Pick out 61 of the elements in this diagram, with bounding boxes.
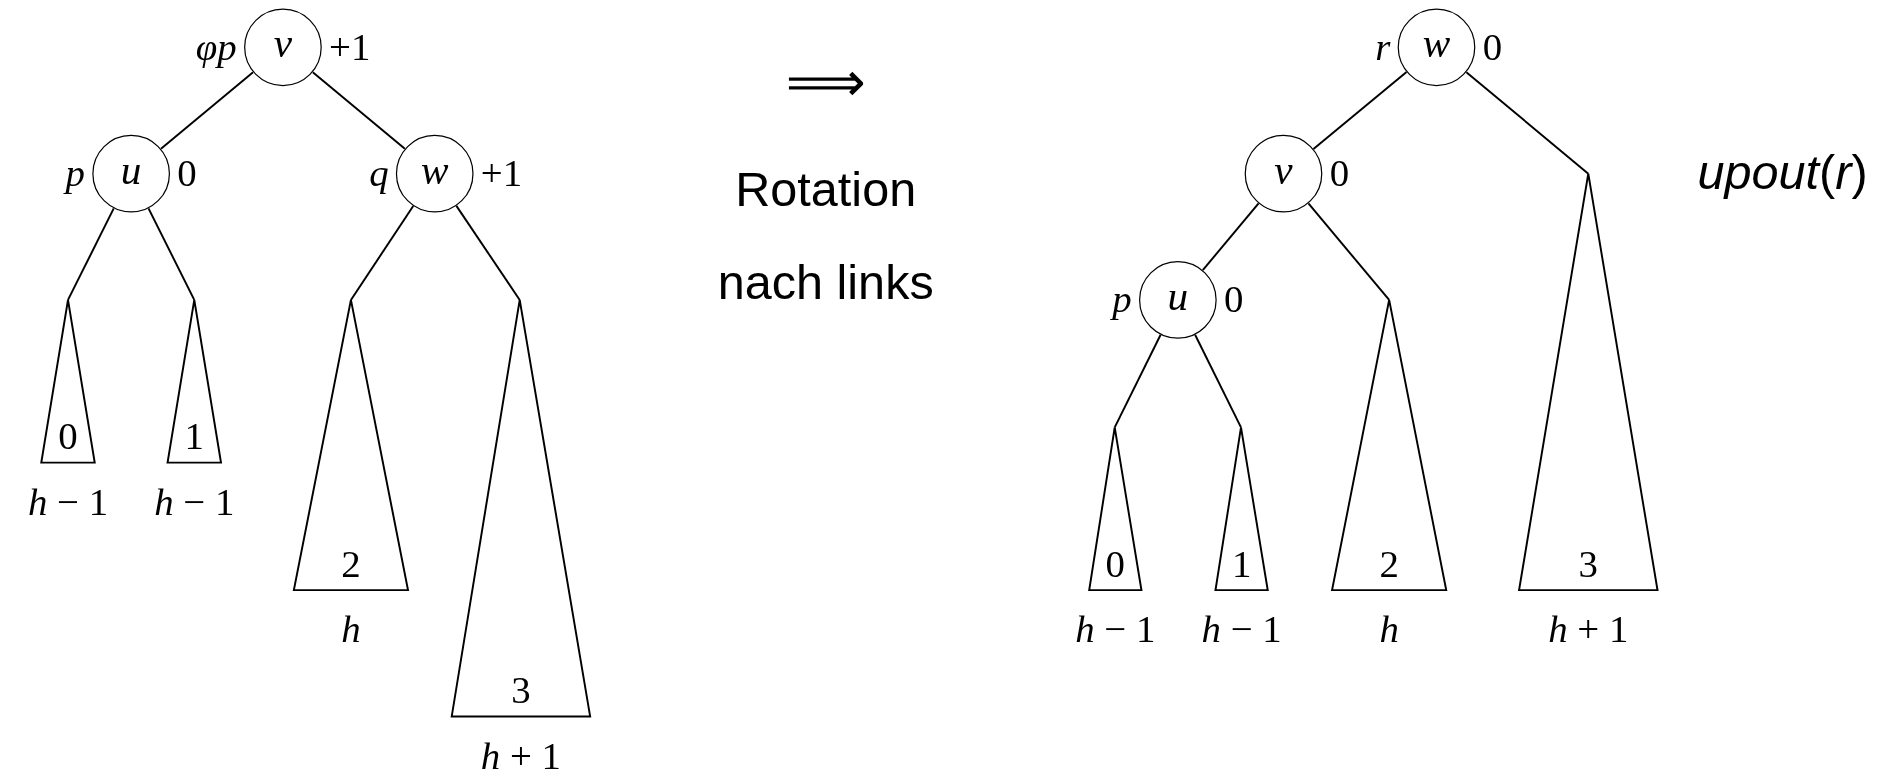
pointer-label: p xyxy=(1112,279,1132,319)
balance-label: 0 xyxy=(177,153,197,192)
height-label: h − 1 xyxy=(1201,609,1282,649)
subtree-label: 1 xyxy=(184,416,204,456)
node-label: u xyxy=(1167,276,1189,318)
subtree-label: 3 xyxy=(1578,544,1598,583)
balance-label: 0 xyxy=(1224,279,1244,319)
tree-node-circle xyxy=(92,134,170,213)
tree-edge xyxy=(1113,333,1162,429)
node-label: u xyxy=(120,149,142,191)
balance-label: 0 xyxy=(1482,26,1503,66)
subtree-triangle xyxy=(1519,173,1658,591)
subtree-label: 1 xyxy=(1231,544,1252,583)
tree-edge xyxy=(1312,71,1408,150)
tree-edge xyxy=(1307,202,1391,301)
tree-node-circle xyxy=(1397,8,1476,87)
node-label: v xyxy=(1274,149,1293,191)
pointer-label: q xyxy=(369,153,389,192)
node-label: w xyxy=(1422,23,1451,65)
subtree-label: 0 xyxy=(58,416,78,456)
balance-label: +1 xyxy=(480,153,523,192)
pointer-label: r xyxy=(1375,26,1391,66)
node-label: v xyxy=(273,23,293,65)
tree-node-circle xyxy=(1139,261,1217,339)
upout-label: upout(r) xyxy=(1697,148,1868,197)
height-label: h − 1 xyxy=(27,482,109,521)
subtree-label: 2 xyxy=(1379,544,1399,583)
tree-edge xyxy=(349,205,415,301)
tree-edge xyxy=(67,207,115,301)
subtree-triangle xyxy=(167,299,221,463)
subtree-triangle xyxy=(41,299,95,463)
subtree-triangle xyxy=(451,299,591,717)
height-label: h xyxy=(341,609,361,649)
subtree-label: 0 xyxy=(1105,544,1126,583)
rotation-caption: Rotation nach links xyxy=(716,161,935,311)
subtree-triangle xyxy=(293,299,408,591)
pointer-label: p xyxy=(65,153,85,192)
balance-label: 0 xyxy=(1329,153,1350,192)
tree-edge xyxy=(147,207,196,301)
subtree-label: 3 xyxy=(511,670,531,710)
node-label: w xyxy=(420,149,449,191)
height-label: h xyxy=(1379,609,1399,649)
implies-symbol: ⟹ xyxy=(785,53,866,110)
tree-edge xyxy=(160,71,255,150)
height-label: h − 1 xyxy=(154,482,235,521)
tree-edge xyxy=(1201,202,1260,272)
height-label: h + 1 xyxy=(1548,609,1629,649)
tree-edge xyxy=(311,71,406,150)
tree-node-circle xyxy=(1244,134,1323,213)
height-label: h + 1 xyxy=(480,735,562,775)
balance-label: +1 xyxy=(329,26,371,66)
tree-edge xyxy=(1194,333,1242,429)
pointer-label: φp xyxy=(195,26,237,66)
subtree-triangle xyxy=(1332,299,1447,591)
tree-edge xyxy=(1465,71,1590,175)
subtree-triangle xyxy=(1215,427,1268,591)
tree-edge xyxy=(455,204,521,301)
subtree-triangle xyxy=(1089,427,1142,591)
subtree-label: 2 xyxy=(341,544,361,583)
height-label: h − 1 xyxy=(1075,609,1156,649)
tree-node-circle xyxy=(395,134,474,213)
